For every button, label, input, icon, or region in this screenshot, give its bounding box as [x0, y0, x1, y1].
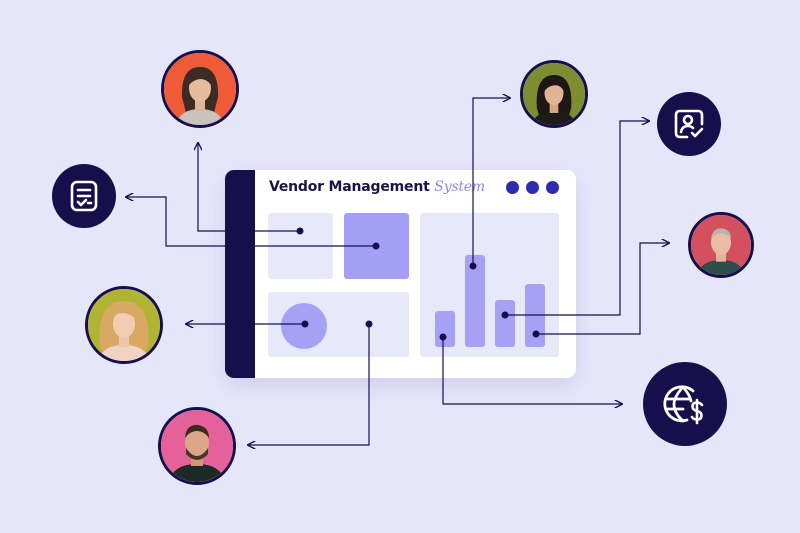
connector-node	[469, 262, 477, 270]
globe-dollar-badge	[643, 362, 727, 446]
window-dot[interactable]	[526, 181, 539, 194]
chart-bar	[495, 300, 515, 347]
window-title-main: Vendor Management	[269, 179, 430, 195]
connector-node	[501, 311, 509, 319]
window-controls	[506, 181, 559, 194]
connector-node	[372, 242, 380, 250]
connector-id-badge	[505, 121, 649, 316]
window-dot[interactable]	[546, 181, 559, 194]
avatar-woman-olive-bg	[520, 60, 588, 128]
avatar-man-red-bg	[688, 212, 754, 278]
connector-node	[301, 320, 309, 328]
connector-node	[365, 320, 373, 328]
window-dot[interactable]	[506, 181, 519, 194]
connector-top-right-avatar	[472, 98, 510, 266]
id-badge-check-badge	[657, 92, 721, 156]
checklist-badge	[52, 164, 116, 228]
globe-dollar-icon	[663, 385, 704, 425]
window-sidebar	[225, 170, 255, 378]
id-badge-check-icon	[674, 109, 704, 139]
connector-bottom-avatar	[248, 324, 370, 445]
connector-globe-dollar	[442, 337, 622, 404]
checklist-icon	[70, 180, 98, 212]
connector-node	[439, 333, 447, 341]
connector-red-avatar	[536, 243, 669, 335]
connector-top-left-avatar	[198, 143, 300, 232]
chart-bar	[465, 255, 485, 347]
avatar-woman-lime-bg	[85, 286, 163, 364]
connector-checklist	[126, 197, 376, 247]
avatar-man-pink-bg	[158, 407, 236, 485]
avatar-woman-orange-bg	[161, 50, 239, 128]
connector-node	[296, 227, 304, 235]
connector-node	[532, 330, 540, 338]
